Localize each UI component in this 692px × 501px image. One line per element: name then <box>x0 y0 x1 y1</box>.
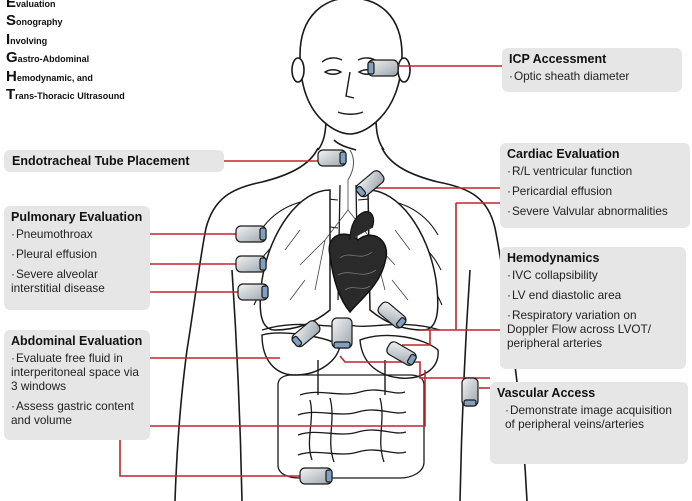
pulmonary-item: Pneumothroax <box>11 227 143 241</box>
cardiac-item: Severe Valvular abnormalities <box>507 204 683 218</box>
cardiac-item: R/L ventricular function <box>507 164 683 178</box>
probe-pulmonary-3 <box>238 284 268 300</box>
pulmonary-item: Pleural effusion <box>11 247 143 261</box>
hemodynamics-box: Hemodynamics IVC collapsibility LV end d… <box>500 247 686 369</box>
abdominal-item: Assess gastric content and volume <box>11 399 143 427</box>
probe-pulmonary-2 <box>236 256 266 272</box>
icp-box: ICP Accessment Optic sheath diameter <box>502 48 682 92</box>
endotracheal-title: Endotracheal Tube Placement <box>12 154 190 168</box>
hemodynamics-item: Respiratory variation on Doppler Flow ac… <box>507 308 679 350</box>
hemodynamics-title: Hemodynamics <box>507 251 679 265</box>
pulmonary-item: Severe alveolar interstitial disease <box>11 267 143 295</box>
hemodynamics-item: LV end diastolic area <box>507 288 679 302</box>
cardiac-box: Cardiac Evaluation R/L ventricular funct… <box>500 143 690 228</box>
probe-vascular <box>462 378 478 406</box>
pulmonary-title: Pulmonary Evaluation <box>11 210 143 224</box>
probe-pulmonary-1 <box>236 226 266 242</box>
acronym-line: Gastro-Abdominal <box>6 49 181 67</box>
vascular-item: Demonstrate image acquisition of periphe… <box>497 403 681 431</box>
probe-icp <box>368 60 398 76</box>
esight-acronym: Evaluation Sonography Involving Gastro-A… <box>6 0 181 104</box>
acronym-line: Evaluation <box>6 0 181 12</box>
acronym-line: Hemodynamic, and <box>6 68 181 86</box>
probe-hemo-2 <box>332 318 352 348</box>
probe-abdominal-3 <box>300 468 332 484</box>
acronym-line: Trans-Thoracic Ultrasound <box>6 86 181 104</box>
icp-item: Optic sheath diameter <box>509 69 675 83</box>
abdominal-box: Abdominal Evaluation Evaluate free fluid… <box>4 330 150 440</box>
abdominal-item: Evaluate free fluid in interperitoneal s… <box>11 351 143 393</box>
acronym-line: Sonography <box>6 12 181 30</box>
cardiac-item: Pericardial effusion <box>507 184 683 198</box>
endotracheal-box: Endotracheal Tube Placement <box>4 150 224 172</box>
hemodynamics-item: IVC collapsibility <box>507 268 679 282</box>
pulmonary-box: Pulmonary Evaluation Pneumothroax Pleura… <box>4 206 150 310</box>
vascular-box: Vascular Access Demonstrate image acquis… <box>490 382 688 464</box>
probe-endotracheal <box>318 150 346 166</box>
acronym-line: Involving <box>6 31 181 49</box>
icp-title: ICP Accessment <box>509 52 675 66</box>
cardiac-title: Cardiac Evaluation <box>507 147 683 161</box>
abdominal-title: Abdominal Evaluation <box>11 334 143 348</box>
vascular-title: Vascular Access <box>497 386 681 400</box>
